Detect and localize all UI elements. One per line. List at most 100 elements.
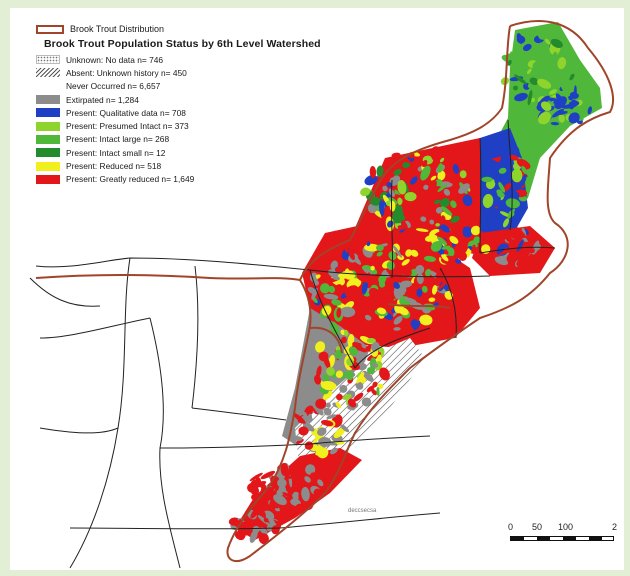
watershed-patch <box>415 264 425 275</box>
legend-item-label: Present: Presumed Intact n= 373 <box>66 121 189 132</box>
state-boundaries <box>29 119 556 569</box>
distribution-outline <box>299 25 511 281</box>
watershed-patch <box>379 200 385 216</box>
watershed-patch <box>544 38 551 45</box>
watershed-patch <box>393 315 403 325</box>
watershed-patch <box>304 405 314 417</box>
watershed-patch <box>397 286 407 295</box>
legend-title: Brook Trout Population Status by 6th Lev… <box>44 38 321 50</box>
watershed-patch <box>537 78 552 89</box>
watershed-patch <box>576 90 590 101</box>
watershed-patch <box>294 474 299 479</box>
watershed-patch <box>507 228 517 238</box>
watershed-patch <box>367 203 378 214</box>
watershed-patch <box>326 402 331 408</box>
watershed-patch <box>315 341 326 353</box>
watershed-patch <box>307 413 313 422</box>
watershed-status-fills <box>228 22 602 545</box>
watershed-patch <box>326 414 337 420</box>
watershed-patch <box>386 182 392 188</box>
watershed-patch <box>316 365 322 378</box>
legend-swatch <box>36 82 60 91</box>
watershed-patch <box>404 297 417 303</box>
state-boundary <box>159 435 431 449</box>
watershed-patch <box>318 351 329 362</box>
watershed-patch <box>252 481 267 489</box>
watershed-patch <box>437 163 443 173</box>
watershed-patch <box>340 336 347 344</box>
distribution-outline <box>309 326 343 354</box>
watershed-patch <box>490 169 499 178</box>
watershed-patch <box>394 210 404 222</box>
watershed-patch <box>399 280 413 288</box>
legend-swatch <box>36 68 60 78</box>
watershed-patch <box>485 160 497 173</box>
watershed-patch <box>472 244 476 250</box>
watershed-patch <box>520 58 530 67</box>
watershed-patch <box>257 515 270 526</box>
watershed-patch <box>415 228 429 232</box>
watershed-patch <box>313 404 324 416</box>
watershed-patch <box>249 529 258 543</box>
watershed-patch <box>363 268 373 275</box>
watershed-patch <box>527 83 533 89</box>
state-boundary <box>507 119 513 231</box>
watershed-patch <box>369 166 377 179</box>
watershed-patch <box>389 200 396 212</box>
watershed-patch <box>378 274 387 284</box>
watershed-patch <box>506 59 512 66</box>
watershed-patch <box>511 168 523 183</box>
watershed-patch <box>397 225 406 230</box>
watershed-patch <box>509 154 519 161</box>
watershed-patch <box>416 231 420 236</box>
watershed-patch <box>530 97 536 103</box>
watershed-patch <box>437 170 446 181</box>
legend-item: Present: Intact large n= 268 <box>36 133 336 146</box>
watershed-patch <box>356 274 369 283</box>
watershed-patch <box>308 495 320 505</box>
distribution-outline <box>387 303 451 309</box>
legend-item-label: Present: Intact small n= 12 <box>66 147 166 158</box>
scale-bar: 0 50 100 2 <box>508 522 620 552</box>
watershed-patch <box>366 385 375 393</box>
watershed-patch <box>293 413 306 424</box>
watershed-patch <box>260 470 276 480</box>
watershed-patch <box>317 479 324 487</box>
watershed-patch <box>528 247 535 254</box>
watershed-patch <box>373 302 380 309</box>
watershed-patch <box>458 251 468 261</box>
watershed-patch <box>506 252 519 264</box>
watershed-patch <box>430 241 442 252</box>
watershed-patch <box>366 328 370 333</box>
watershed-patch <box>405 249 412 257</box>
watershed-patch <box>556 111 568 115</box>
watershed-patch <box>529 77 539 86</box>
watershed-patch <box>259 527 268 535</box>
watershed-patch <box>310 273 317 281</box>
watershed-patch <box>369 287 379 296</box>
watershed-patch <box>371 388 377 396</box>
watershed-patch <box>382 185 388 192</box>
watershed-patch <box>411 205 422 215</box>
watershed-patch <box>430 180 437 187</box>
watershed-patch <box>543 67 557 79</box>
watershed-patch <box>344 329 349 337</box>
watershed-patch <box>431 285 438 295</box>
watershed-patch <box>538 111 551 125</box>
legend-swatch <box>36 174 60 184</box>
legend-item-label: Never Occurred n= 6,657 <box>66 81 161 92</box>
watershed-patch <box>329 447 338 455</box>
watershed-patch <box>482 193 494 209</box>
watershed-map <box>29 20 614 569</box>
watershed-patch <box>333 427 346 439</box>
watershed-patch <box>366 337 376 344</box>
state-boundary <box>390 179 394 279</box>
watershed-patch <box>251 494 258 501</box>
watershed-patch <box>558 114 565 123</box>
state-boundary <box>149 317 181 569</box>
watershed-patch <box>528 253 536 260</box>
watershed-patch <box>339 384 348 393</box>
watershed-patch <box>353 392 364 402</box>
watershed-patch <box>514 92 528 102</box>
